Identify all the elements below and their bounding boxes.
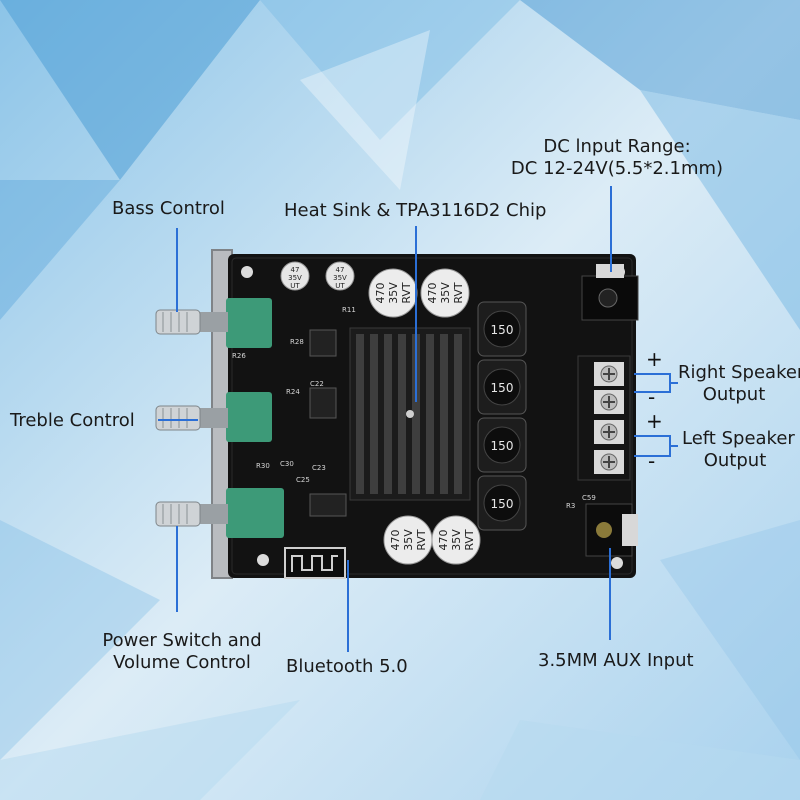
- svg-text:UT: UT: [335, 282, 345, 290]
- small-capacitor-1: 47 35V UT: [280, 261, 310, 291]
- bluetooth-module: [284, 547, 346, 579]
- svg-text:C23: C23: [312, 464, 326, 472]
- bass-pot-body: [226, 298, 272, 348]
- svg-text:RVT: RVT: [415, 529, 428, 551]
- svg-text:C25: C25: [296, 476, 310, 484]
- heat-sink: [349, 327, 471, 501]
- svg-text:R28: R28: [290, 338, 304, 346]
- mount-hole: [241, 266, 253, 278]
- inductor-4: 150: [477, 475, 527, 531]
- svg-text:35V: 35V: [288, 274, 302, 282]
- svg-text:47: 47: [336, 266, 345, 274]
- svg-text:UT: UT: [290, 282, 300, 290]
- svg-text:R26: R26: [232, 352, 246, 360]
- svg-text:470: 470: [426, 283, 439, 304]
- speaker-terminal-block: [577, 355, 631, 481]
- dc-input-range-line2: DC 12-24V(5.5*2.1mm): [510, 158, 724, 179]
- svg-text:RVT: RVT: [400, 282, 413, 304]
- big-capacitor-top-right: 470 35V RVT: [420, 268, 470, 318]
- svg-text:R30: R30: [256, 462, 270, 470]
- aux-input-label: 3.5MM AUX Input: [538, 650, 694, 671]
- big-capacitor-top-left: 470 35V RVT: [368, 268, 418, 318]
- right-speaker-label: Right Speaker Output: [678, 362, 800, 405]
- terminal-screw-3: [594, 420, 624, 444]
- svg-text:35V: 35V: [402, 529, 415, 551]
- svg-text:R24: R24: [286, 388, 300, 396]
- treble-knob: [155, 405, 228, 431]
- mount-hole: [257, 554, 269, 566]
- ic-chip: [309, 493, 347, 517]
- treble-control-label: Treble Control: [10, 410, 135, 431]
- treble-pot-body: [226, 392, 272, 442]
- bass-knob: [155, 309, 228, 335]
- dc-input-range-label: DC lnput Range: DC 12-24V(5.5*2.1mm): [506, 136, 728, 180]
- dc-input-range-line1: DC lnput Range:: [543, 136, 691, 157]
- svg-text:150: 150: [491, 497, 514, 511]
- svg-text:RVT: RVT: [463, 529, 476, 551]
- big-capacitor-bottom-right: 470 35V RVT: [431, 515, 481, 565]
- svg-text:35V: 35V: [387, 282, 400, 304]
- power-volume-label: Power Switch and Volume Control: [102, 630, 262, 673]
- mount-hole: [611, 557, 623, 569]
- svg-text:35V: 35V: [439, 282, 452, 304]
- svg-text:35V: 35V: [450, 529, 463, 551]
- terminal-screw-4: [594, 450, 624, 474]
- ic-chip: [309, 387, 337, 419]
- ic-chip: [309, 329, 337, 357]
- svg-text:RVT: RVT: [452, 282, 465, 304]
- svg-text:470: 470: [389, 530, 402, 551]
- svg-text:C30: C30: [280, 460, 294, 468]
- volume-pot-body: [226, 488, 284, 538]
- svg-text:470: 470: [437, 530, 450, 551]
- volume-knob: [155, 501, 228, 527]
- aux-jack: [585, 503, 638, 557]
- svg-text:R11: R11: [342, 306, 356, 314]
- heat-sink-label: Heat Sink & TPA3116D2 Chip: [284, 200, 547, 221]
- terminal-screw-2: [594, 390, 624, 414]
- svg-text:150: 150: [491, 439, 514, 453]
- svg-text:35V: 35V: [333, 274, 347, 282]
- bluetooth-label: Bluetooth 5.0: [286, 656, 408, 677]
- svg-text:47: 47: [291, 266, 300, 274]
- left-speaker-label: Left Speaker Output: [682, 428, 795, 471]
- terminal-screw-1: [594, 362, 624, 386]
- svg-text:150: 150: [491, 323, 514, 337]
- inductor-1: 150: [477, 301, 527, 357]
- svg-text:470: 470: [374, 283, 387, 304]
- inductor-3: 150: [477, 417, 527, 473]
- inductor-2: 150: [477, 359, 527, 415]
- svg-text:R3: R3: [566, 502, 575, 510]
- svg-text:C22: C22: [310, 380, 324, 388]
- big-capacitor-bottom-left: 470 35V RVT: [383, 515, 433, 565]
- svg-text:150: 150: [491, 381, 514, 395]
- bass-control-label: Bass Control: [112, 198, 225, 219]
- svg-text:C59: C59: [582, 494, 596, 502]
- small-capacitor-2: 47 35V UT: [325, 261, 355, 291]
